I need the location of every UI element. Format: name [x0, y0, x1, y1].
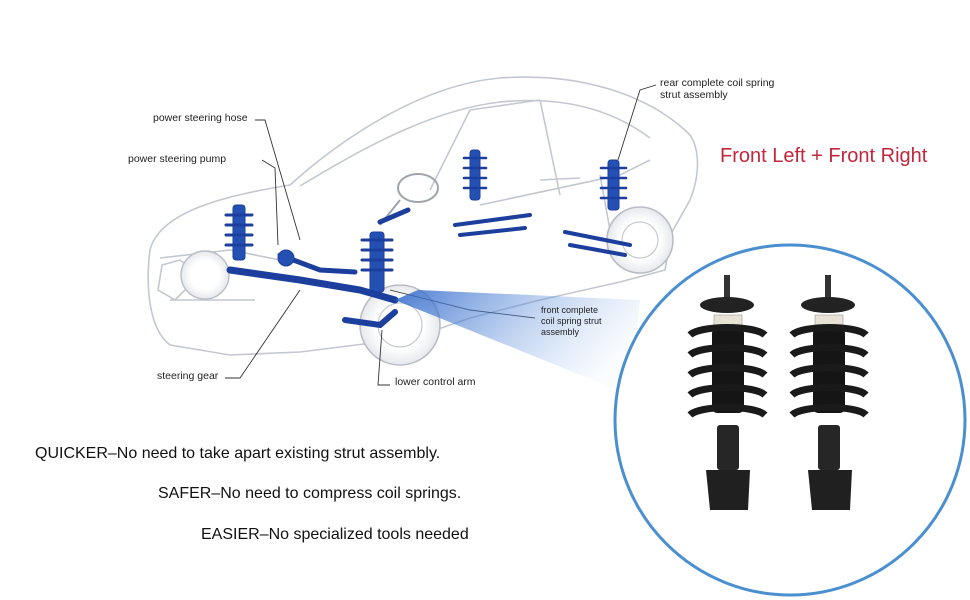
magnifier-beam [395, 290, 640, 395]
callout-steering-gear: steering gear [157, 370, 219, 382]
strut-assembly-left [687, 275, 768, 510]
callout-front-strut-line: coil spring strut [541, 316, 602, 326]
benefit-safer: SAFER–No need to compress coil springs. [158, 485, 462, 502]
benefit-quicker: QUICKER–No need to take apart existing s… [35, 445, 441, 462]
callout-front-strut-line: front complete [541, 305, 599, 315]
position-headline: Front Left + Front Right [720, 145, 928, 167]
strut-assembly-right [789, 275, 869, 510]
callout-power-steering-hose: power steering hose [153, 112, 248, 124]
magnifier [613, 243, 967, 597]
callout-power-steering-pump: power steering pump [128, 153, 227, 165]
callout-rear-strut-line: rear complete coil spring [660, 77, 775, 89]
car-outline [147, 76, 699, 356]
callout-rear-strut: rear complete coil spring strut assembly [660, 77, 774, 101]
callout-front-strut-line: assembly [541, 327, 580, 337]
callout-front-strut: front complete coil spring strut assembl… [541, 305, 602, 338]
suspension-components [224, 149, 632, 329]
callout-rear-strut-line: strut assembly [660, 89, 728, 101]
benefit-easier: EASIER–No specialized tools needed [201, 526, 469, 543]
callout-lower-control-arm: lower control arm [395, 376, 476, 388]
